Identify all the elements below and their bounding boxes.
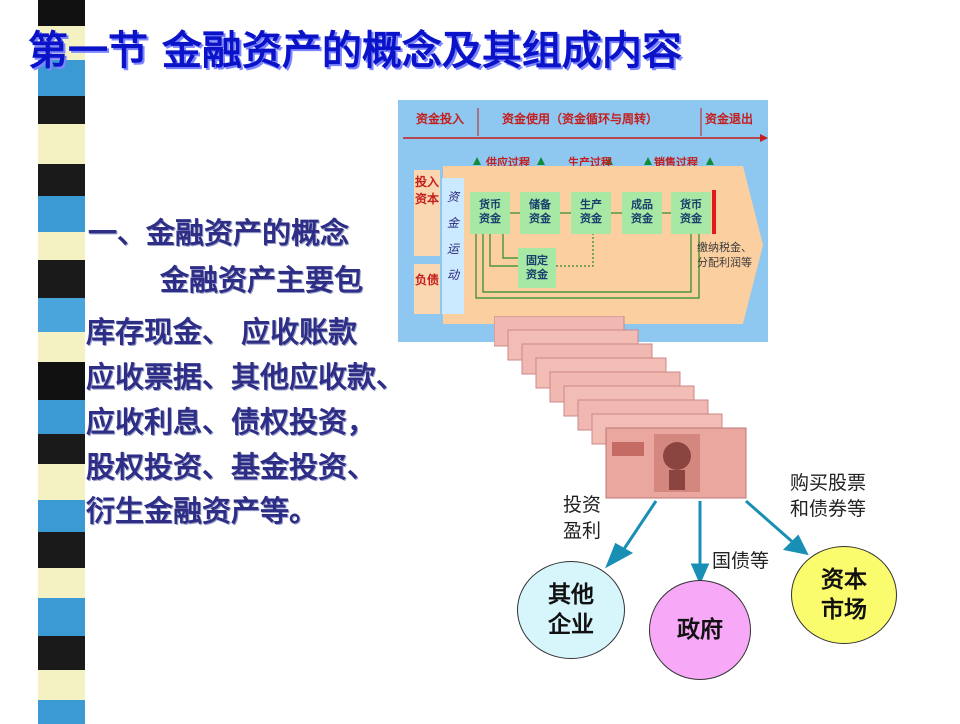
slide-title: 第一节 金融资产的概念及其组成内容 xyxy=(28,27,682,74)
box-finished-goods-funds: 成品资金 xyxy=(622,192,662,234)
tax-profit-note: 缴纳税金、分配利润等 xyxy=(697,241,752,269)
header-capital-out: 资金退出 xyxy=(705,112,754,126)
arrows-to-entities xyxy=(605,499,809,585)
body-line-5: 股权投资、基金投资、 xyxy=(86,450,377,484)
body-line-3: 应收票据、其他应收款、 xyxy=(86,360,406,394)
circle-other-enterprises: 其他企业 xyxy=(517,561,625,659)
stage-sales: 销售过程 xyxy=(654,156,698,169)
header-capital-in: 资金投入 xyxy=(416,112,465,126)
red-marker xyxy=(712,190,716,234)
body-line-4: 应收利息、债权投资， xyxy=(86,405,377,439)
label-capital-movement: 资金运动 xyxy=(442,178,464,314)
box-reserve-funds: 储备资金 xyxy=(520,192,560,234)
box-monetary-funds-out: 货币资金 xyxy=(671,192,711,234)
box-production-funds: 生产资金 xyxy=(571,192,611,234)
label-treasury-bonds: 国债等 xyxy=(712,550,770,572)
body-line-6: 衍生金融资产等。 xyxy=(86,494,319,528)
body-line-2: 库存现金、 应收账款 xyxy=(86,315,358,349)
label-invested-capital: 投入资本 xyxy=(414,170,440,256)
stage-production: 生产过程 xyxy=(568,156,612,169)
body-line-1: 金融资产主要包 xyxy=(160,263,364,297)
circle-capital-market: 资本市场 xyxy=(791,546,897,644)
stage-supply: 供应过程 xyxy=(486,156,530,169)
header-capital-use: 资金使用（资金循环与周转） xyxy=(502,112,659,126)
circle-government: 政府 xyxy=(649,580,751,680)
decorative-stripe xyxy=(38,0,85,724)
section-heading: 一、金融资产的概念 xyxy=(88,216,350,250)
box-monetary-funds: 货币资金 xyxy=(470,192,510,234)
box-fixed-funds: 固定资金 xyxy=(518,248,556,288)
label-liabilities: 负债 xyxy=(414,264,440,314)
label-buy-stocks-bonds: 购买股票 和债券等 xyxy=(790,472,867,520)
banknotes-image xyxy=(494,316,747,499)
label-investment-profit: 投资 盈利 xyxy=(563,494,602,542)
flow-lines xyxy=(403,108,768,165)
flow-connectors xyxy=(475,212,700,299)
